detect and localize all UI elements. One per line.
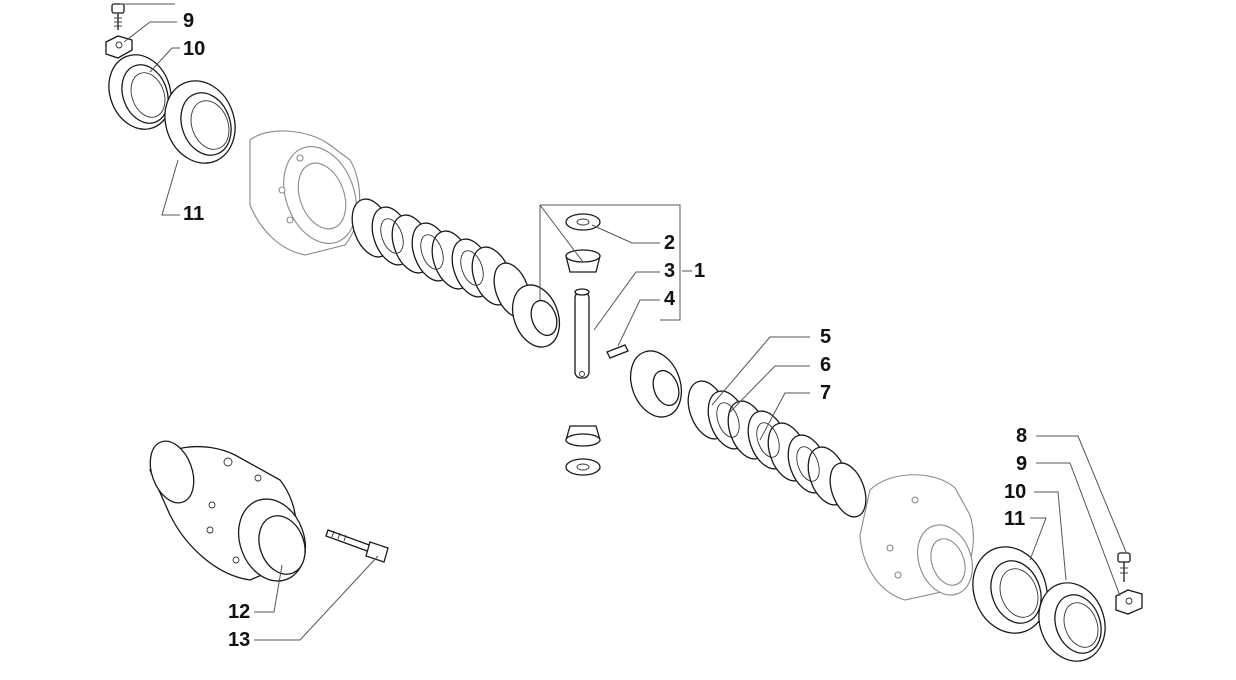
side-gear-right [629, 350, 683, 418]
callout-1: 1 [694, 260, 705, 282]
housing-right-ghost [859, 474, 974, 601]
leader-lines [120, 3, 1127, 641]
clamp-plate-bottom-right [1115, 589, 1143, 615]
callout-7: 7 [820, 382, 831, 404]
callout-11-bottom: 11 [1004, 508, 1025, 530]
side-gear-left [511, 284, 561, 348]
clutch-disc-stack-right [687, 380, 867, 518]
callout-6: 6 [820, 354, 831, 376]
callout-8: 8 [1016, 425, 1027, 447]
bolt-bottom-right [1117, 552, 1131, 582]
callout-13: 13 [228, 629, 250, 651]
callout-12: 12 [228, 601, 250, 623]
callout-11-top: 11 [183, 203, 204, 225]
differential-assembly [149, 440, 306, 582]
callout-9-bottom: 9 [1016, 453, 1027, 475]
callout-5: 5 [820, 326, 831, 348]
housing-left-ghost [249, 130, 361, 256]
ring-nut-top-left [108, 54, 172, 130]
spider-pin [574, 288, 590, 379]
bearing-bottom-right [972, 546, 1048, 634]
planet-pinion-top [565, 249, 601, 273]
thrust-washer-bottom [565, 458, 601, 476]
roll-pin [606, 344, 629, 359]
bearing-top-left [164, 80, 236, 164]
callout-2: 2 [664, 232, 675, 254]
long-bolt [325, 529, 389, 563]
clutch-disc-stack-left [351, 198, 531, 318]
callout-3: 3 [664, 260, 675, 282]
clamp-plate-top-left [105, 35, 133, 59]
callout-9-top: 9 [183, 10, 194, 32]
thrust-washer-top [565, 213, 601, 231]
ring-nut-bottom-right [1038, 582, 1106, 662]
callout-4: 4 [664, 288, 676, 310]
callout-10-top: 10 [183, 38, 205, 60]
bolt-top-left [111, 3, 125, 30]
planet-pinion-bottom [565, 425, 601, 447]
callout-10-bottom: 10 [1004, 481, 1026, 503]
